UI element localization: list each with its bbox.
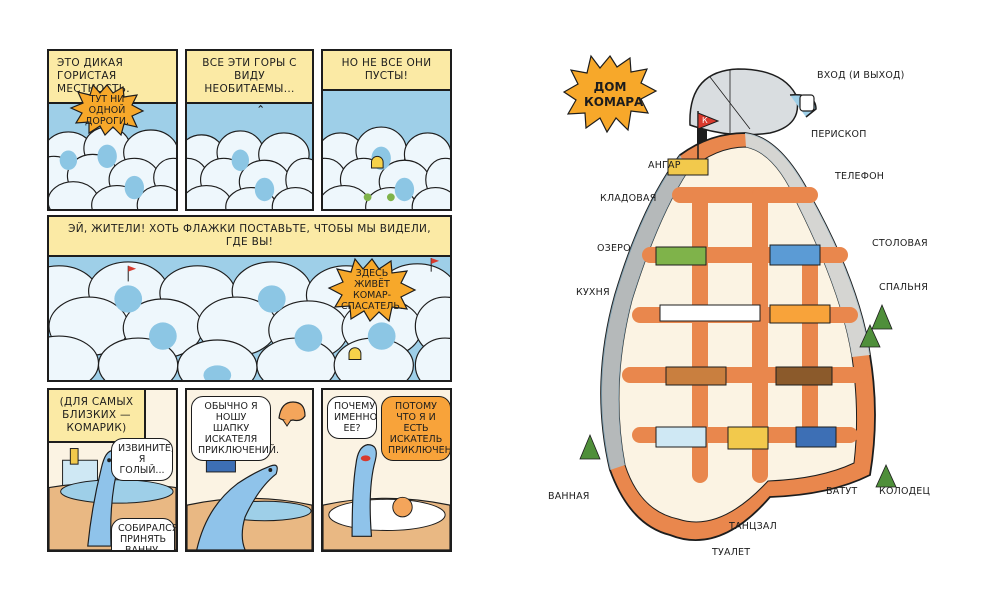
label-trampoline: БАТУТ <box>826 486 858 497</box>
label-entrance: ВХОД (И ВЫХОД) <box>817 70 905 81</box>
label-hangar: АНГАР <box>648 160 681 171</box>
mosquito-house-map <box>579 68 897 542</box>
hills-illustration <box>187 94 312 209</box>
speech-bubble: ИЗВИНИТЕ, Я ГОЛЫЙ... <box>111 438 174 481</box>
comic-panel-7: ПОЧЕМУ ИМЕННО ЕЕ? ПОТОМУ ЧТО Я И ЕСТЬ ИС… <box>321 388 452 552</box>
comic-panel-4: ЭЙ, ЖИТЕЛИ! ХОТЬ ФЛАЖКИ ПОСТАВЬТЕ, ЧТОБЫ… <box>47 215 452 382</box>
map-title: ДОМ КОМАРА <box>562 54 658 136</box>
comic-panel-2: ВСЕ ЭТИ ГОРЫ С ВИДУ НЕОБИТАЕМЫ... <box>185 49 314 211</box>
speech-bubble: ПОТОМУ ЧТО Я И ЕСТЬ ИСКАТЕЛЬ ПРИКЛЮЧЕНИЙ… <box>381 396 450 461</box>
speech-bubble: ОБЫЧНО Я НОШУ ШАПКУ ИСКАТЕЛЯ ПРИКЛЮЧЕНИЙ… <box>191 396 279 461</box>
panel-caption: (ДЛЯ САМЫХ БЛИЗКИХ — КОМАРИК) <box>49 390 146 443</box>
speech-burst: ТУТ НИ ОДНОЙ ДОРОГИ. <box>69 83 145 137</box>
label-toilet: ТУАЛЕТ <box>712 547 751 558</box>
label-bathroom: ВАННАЯ <box>548 491 590 502</box>
label-dancehall: ТАНЦЗАЛ <box>729 521 777 532</box>
panel-caption: ЭЙ, ЖИТЕЛИ! ХОТЬ ФЛАЖКИ ПОСТАВЬТЕ, ЧТОБЫ… <box>49 217 450 257</box>
label-pantry: КЛАДОВАЯ <box>600 193 657 204</box>
label-phone: ТЕЛЕФОН <box>835 171 885 182</box>
comic-panel-1: ЭТО ДИКАЯ ГОРИСТАЯ МЕСТНОСТЬ. ТУТ НИ ОДН… <box>47 49 178 211</box>
label-bedroom: СПАЛЬНЯ <box>879 282 929 293</box>
comic-panel-5: (ДЛЯ САМЫХ БЛИЗКИХ — КОМАРИК) ИЗВИНИТЕ, … <box>47 388 178 552</box>
periscope-icon <box>689 68 817 148</box>
flag-icon <box>697 111 720 159</box>
label-lake: ОЗЕРО <box>597 243 631 254</box>
label-periscope: ПЕРИСКОП <box>811 129 867 140</box>
hills-illustration <box>49 257 450 380</box>
flag-letter: К <box>702 116 708 125</box>
panel-caption: НО НЕ ВСЕ ОНИ ПУСТЫ! <box>323 51 450 91</box>
label-well: КОЛОДЕЦ <box>879 486 931 497</box>
hills-illustration <box>323 126 450 209</box>
bath-illustration <box>187 451 312 550</box>
comic-panel-6: ОБЫЧНО Я НОШУ ШАПКУ ИСКАТЕЛЯ ПРИКЛЮЧЕНИЙ… <box>185 388 314 552</box>
speech-bubble: СОБИРАЛСЯ ПРИНЯТЬ ВАННУ. <box>111 518 176 550</box>
hat-icon <box>278 401 306 427</box>
label-kitchen: КУХНЯ <box>576 287 610 298</box>
comic-panel-3: НО НЕ ВСЕ ОНИ ПУСТЫ! <box>321 49 452 211</box>
bath-illustration <box>323 444 450 550</box>
label-dining: СТОЛОВАЯ <box>872 238 928 249</box>
speech-bubble: ПОЧЕМУ ИМЕННО ЕЕ? <box>327 396 377 439</box>
panel-caption: ВСЕ ЭТИ ГОРЫ С ВИДУ НЕОБИТАЕМЫ... <box>187 51 312 104</box>
speech-burst: ЗДЕСЬ ЖИВЁТ КОМАР-СПАСАТЕЛЬ. <box>327 257 417 323</box>
